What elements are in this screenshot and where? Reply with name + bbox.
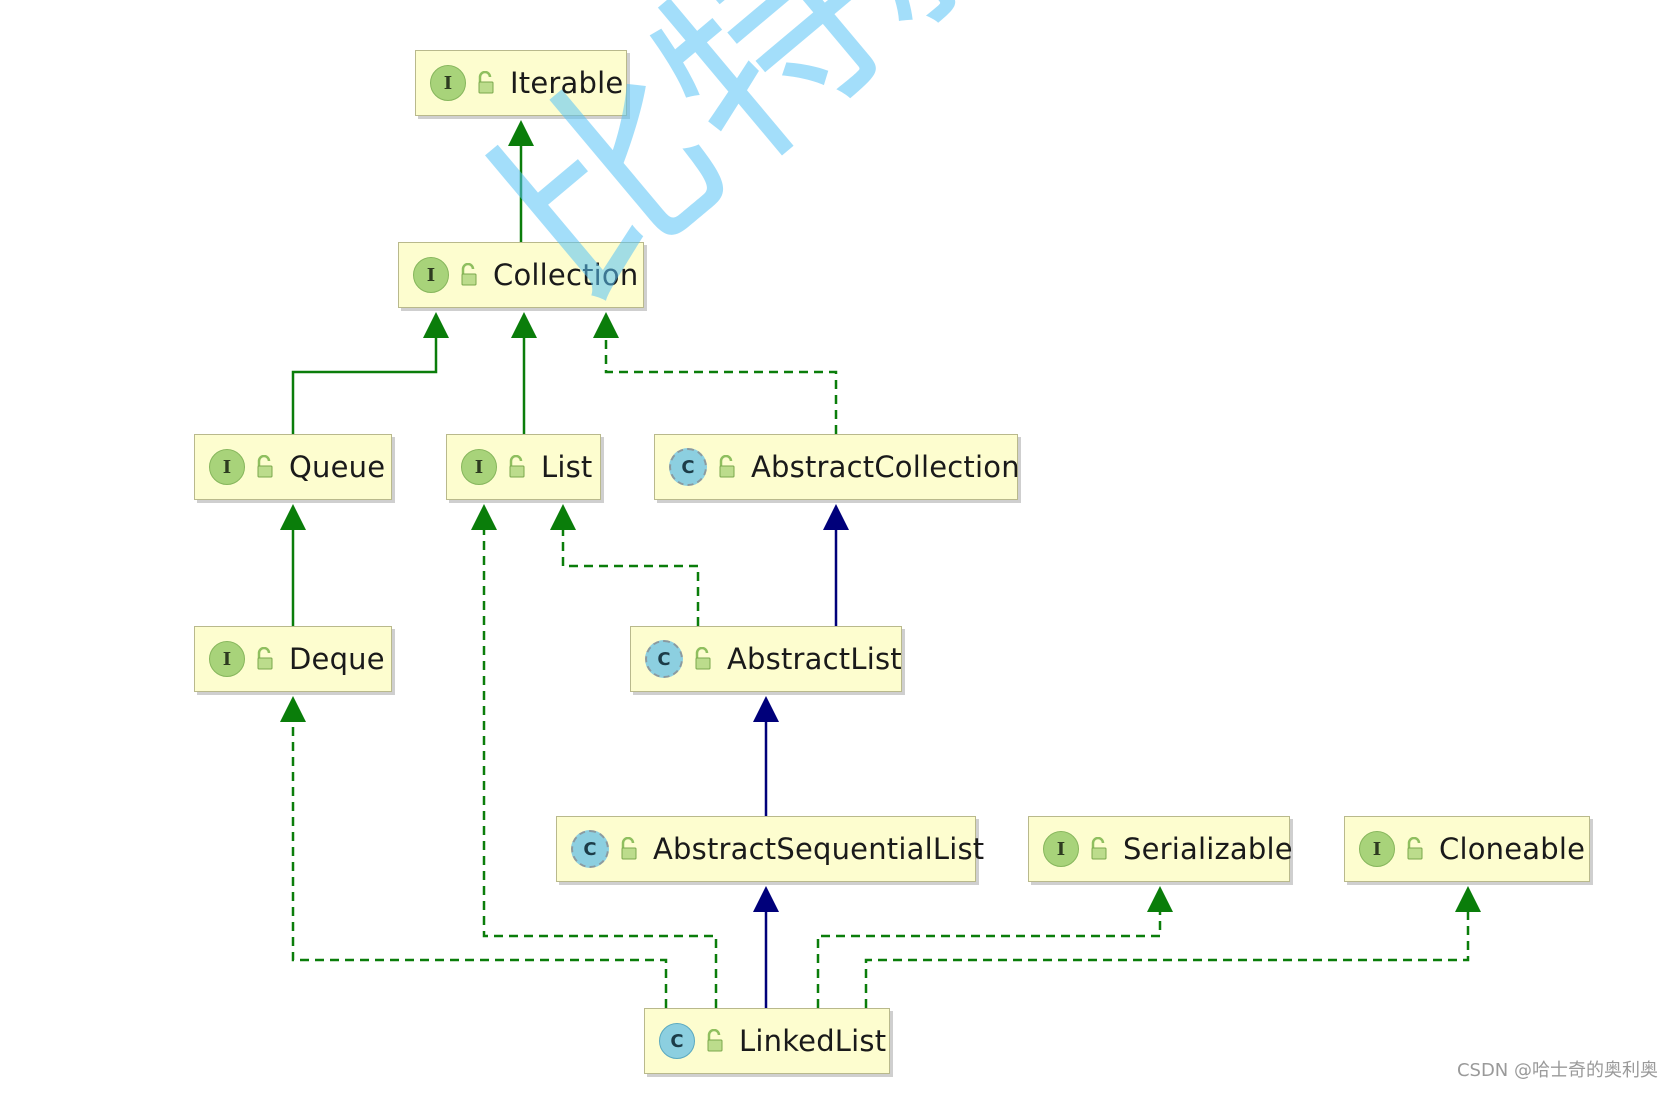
- unlocked-public-icon: [478, 71, 494, 94]
- node-label: Iterable: [510, 66, 624, 100]
- node-serializable[interactable]: I Serializable: [1028, 816, 1293, 882]
- arrowhead-serializable: [1147, 886, 1173, 912]
- node-label: LinkedList: [739, 1024, 887, 1058]
- node-label: List: [541, 450, 593, 484]
- arrowhead-cloneable: [1455, 886, 1481, 912]
- unlocked-public-icon: [1091, 837, 1107, 860]
- unlocked-public-icon: [509, 455, 525, 478]
- arrowhead-queue: [280, 504, 306, 530]
- abstract-class-badge-icon: C: [669, 448, 707, 486]
- interface-badge-icon: I: [209, 641, 245, 677]
- edge-linkedlist-to-serializable: [816, 910, 1162, 1008]
- node-label: AbstractSequentialList: [653, 832, 985, 866]
- edge-linkedlist-to-list: [482, 528, 718, 1008]
- interface-badge-icon: I: [1043, 831, 1079, 867]
- node-abstractlist[interactable]: C AbstractList: [630, 626, 902, 692]
- node-abstractcollection[interactable]: C AbstractCollection: [654, 434, 1020, 500]
- node-label: Deque: [289, 642, 385, 676]
- arrowhead-abstractsequentiallist: [753, 886, 779, 912]
- unlocked-public-icon: [257, 647, 273, 670]
- node-label: Cloneable: [1439, 832, 1586, 866]
- unlocked-public-icon: [621, 837, 637, 860]
- arrowhead-collection: [593, 312, 619, 338]
- node-label: Serializable: [1123, 832, 1293, 866]
- node-iterable[interactable]: I Iterable: [415, 50, 627, 116]
- abstract-class-badge-icon: C: [645, 640, 683, 678]
- unlocked-public-icon: [719, 455, 735, 478]
- interface-badge-icon: I: [209, 449, 245, 485]
- edge-queue-to-collection: [291, 336, 438, 434]
- unlocked-public-icon: [1407, 837, 1423, 860]
- arrowhead-collection: [511, 312, 537, 338]
- unlocked-public-icon: [707, 1029, 723, 1052]
- node-list[interactable]: I List: [446, 434, 601, 500]
- node-cloneable[interactable]: I Cloneable: [1344, 816, 1590, 882]
- node-linkedlist[interactable]: C LinkedList: [644, 1008, 890, 1074]
- arrowhead-abstractlist: [753, 696, 779, 722]
- node-abstractsequentiallist[interactable]: C AbstractSequentialList: [556, 816, 984, 882]
- edge-linkedlist-to-deque: [291, 720, 668, 1008]
- credit-caption: CSDN @哈士奇的奥利奥: [1456, 1060, 1658, 1081]
- arrowhead-abstractcollection: [823, 504, 849, 530]
- node-deque[interactable]: I Deque: [194, 626, 392, 692]
- unlocked-public-icon: [257, 455, 273, 478]
- edge-abstractlist-to-list: [561, 528, 700, 626]
- unlocked-public-icon: [461, 263, 477, 286]
- edge-linkedlist-to-cloneable: [864, 910, 1470, 1008]
- arrowhead-iterable: [508, 120, 534, 146]
- node-collection[interactable]: I Collection: [398, 242, 644, 308]
- node-label: Queue: [289, 450, 386, 484]
- interface-badge-icon: I: [413, 257, 449, 293]
- node-label: AbstractCollection: [751, 450, 1020, 484]
- interface-badge-icon: I: [1359, 831, 1395, 867]
- arrowhead-collection: [423, 312, 449, 338]
- arrowhead-list: [471, 504, 497, 530]
- interface-badge-icon: I: [461, 449, 497, 485]
- edge-abstractcollection-to-collection: [604, 336, 838, 434]
- arrowhead-deque: [280, 696, 306, 722]
- node-queue[interactable]: I Queue: [194, 434, 392, 500]
- arrowhead-list: [550, 504, 576, 530]
- node-label: Collection: [493, 258, 639, 292]
- abstract-class-badge-icon: C: [571, 830, 609, 868]
- class-badge-icon: C: [659, 1023, 695, 1059]
- node-label: AbstractList: [727, 642, 902, 676]
- interface-badge-icon: I: [430, 65, 466, 101]
- unlocked-public-icon: [695, 647, 711, 670]
